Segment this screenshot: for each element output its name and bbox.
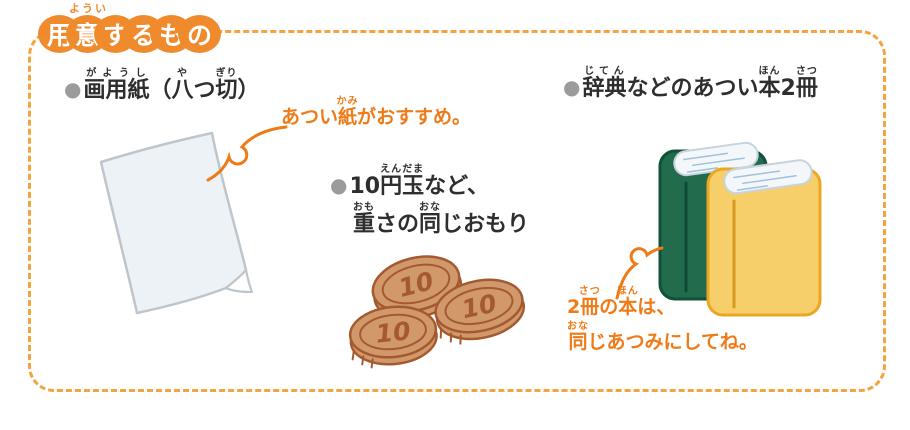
paper-annotation: あつい紙かみがおすすめ。 — [281, 96, 471, 128]
coin-1: 10 — [371, 255, 463, 325]
item-weights-text-line1: 10円玉えんだまなど、 — [349, 164, 489, 199]
paper-illustration — [99, 125, 288, 315]
coins-illustration: 10 10 10 — [348, 255, 526, 369]
item-weights-text-line2: 重おもさの同おなじおもり — [353, 202, 530, 238]
coin-value: 10 — [374, 316, 412, 348]
item-books-text: 辞典じてんなどのあつい本ほん2冊さつ — [582, 66, 818, 101]
callout-curl-line — [615, 246, 664, 300]
item-paper-text: 画用紙がようし（八やつ切ぎり） — [83, 68, 260, 103]
books-annotation: 2冊さつの本ほんは、 同おなじあつみにしてね。 — [567, 286, 758, 353]
title-badge-char: の — [178, 15, 221, 53]
books-annotation-line2: 同おなじあつみにしてね。 — [567, 320, 758, 353]
yellow-book — [706, 159, 822, 317]
item-paper-label: ●画用紙がようし（八やつ切ぎり） — [64, 68, 260, 103]
paper-sheet — [99, 131, 248, 315]
bullet-icon: ● — [330, 173, 348, 197]
books-annotation-line1: 2冊さつの本ほんは、 — [567, 286, 676, 318]
item-weights-label: ●10円玉えんだまなど、 重おもさの同おなじおもり — [330, 164, 529, 237]
coin-value: 10 — [459, 289, 499, 325]
coin-3: 10 — [348, 305, 438, 369]
title-furigana: ようい — [69, 2, 108, 15]
title-badge: ようい 用 意 す る も の — [38, 2, 221, 53]
dashed-border — [28, 30, 886, 392]
paper-corner-fold — [224, 268, 254, 294]
bullet-icon: ● — [64, 77, 82, 101]
paper-annotation-text: あつい紙かみがおすすめ。 — [281, 96, 472, 128]
coin-2: 10 — [434, 278, 526, 345]
bullet-icon: ● — [563, 75, 581, 99]
books-illustration — [615, 141, 822, 317]
callout-curl-line — [206, 125, 288, 182]
item-books-label: ●辞典じてんなどのあつい本ほん2冊さつ — [563, 66, 818, 101]
